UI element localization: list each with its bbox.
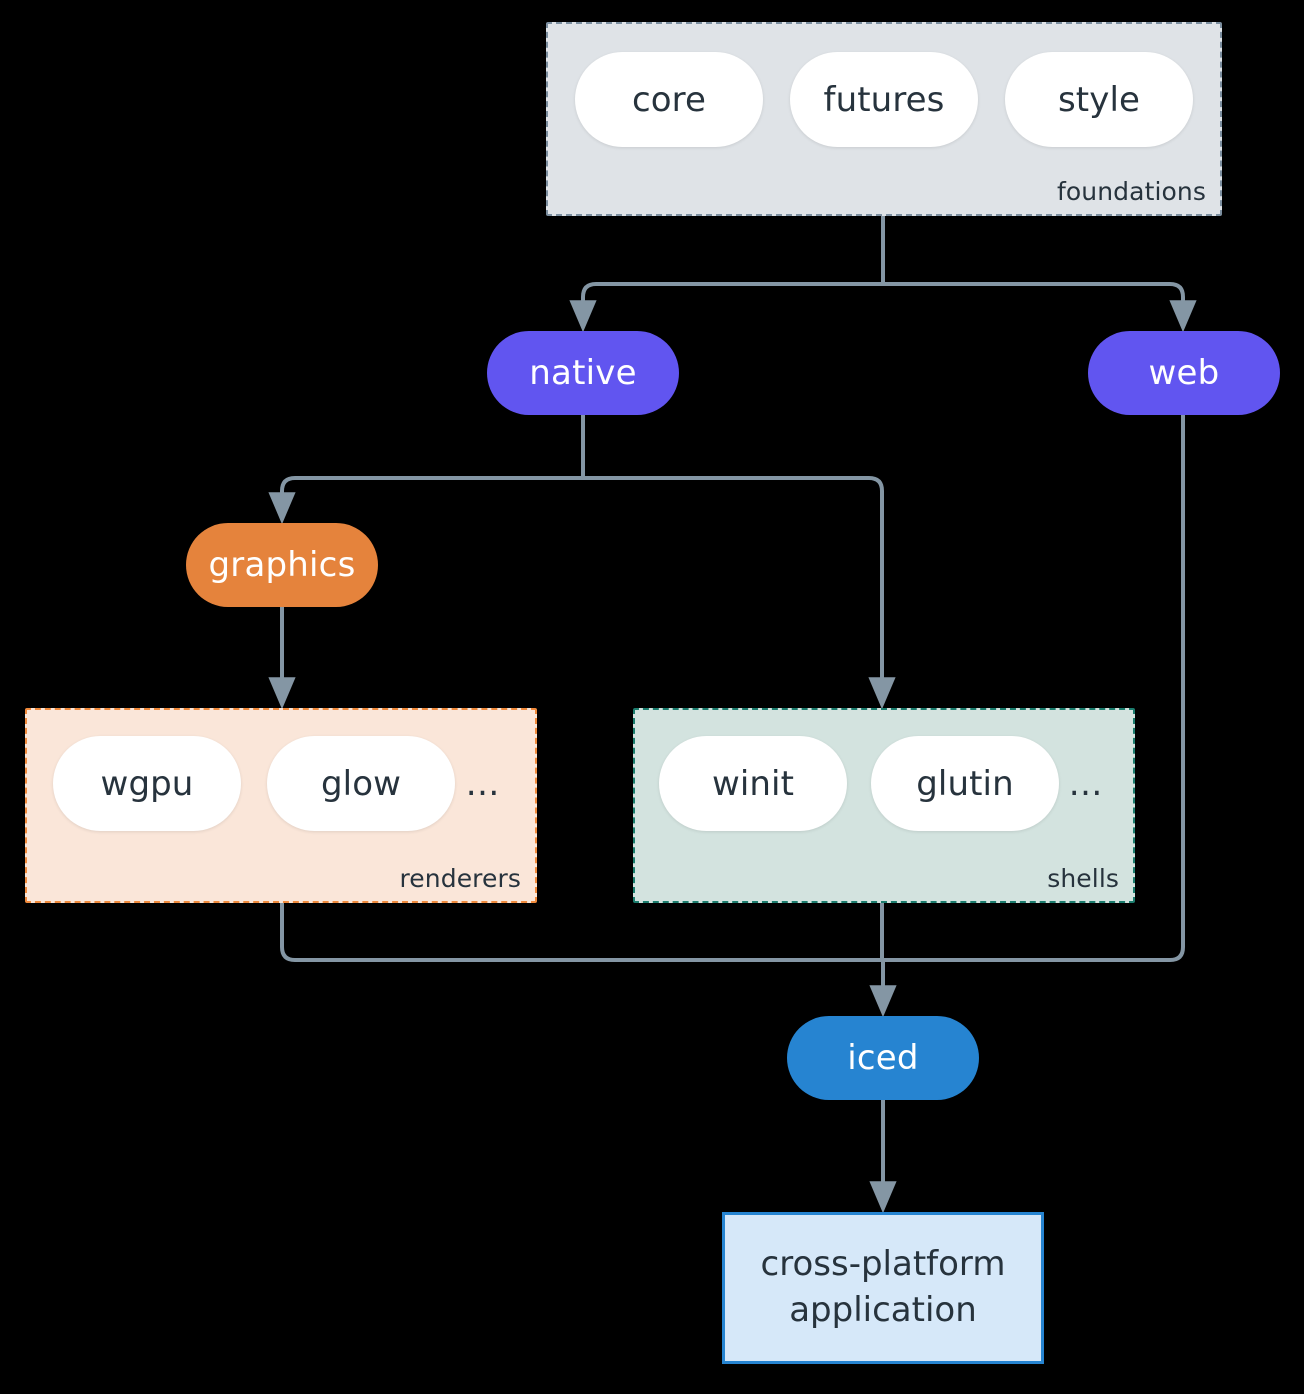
- edge-foundations-to-native: [569, 282, 885, 333]
- group-shells-label: shells: [1047, 864, 1119, 893]
- node-iced-label: iced: [847, 1038, 919, 1078]
- terminal-line-1: cross-platform: [760, 1244, 1006, 1285]
- node-web[interactable]: web: [1088, 331, 1280, 415]
- node-graphics-label: graphics: [208, 545, 356, 585]
- node-iced[interactable]: iced: [787, 1016, 979, 1100]
- leaf-glutin[interactable]: glutin: [871, 736, 1059, 831]
- leaf-winit-label: winit: [711, 763, 795, 804]
- leaf-shells-more: …: [1059, 736, 1113, 831]
- node-native-label: native: [529, 353, 637, 393]
- edge-foundations-to-web: [881, 282, 1197, 333]
- leaf-glow-label: glow: [320, 763, 402, 804]
- leaf-futures[interactable]: futures: [790, 52, 978, 147]
- terminal-cross-platform-application[interactable]: cross-platform application: [722, 1212, 1044, 1364]
- node-graphics[interactable]: graphics: [186, 523, 378, 607]
- node-web-label: web: [1148, 353, 1220, 393]
- group-foundations-label: foundations: [1057, 177, 1206, 206]
- leaf-core[interactable]: core: [575, 52, 763, 147]
- leaf-style[interactable]: style: [1005, 52, 1193, 147]
- edge-native-to-graphics: [268, 476, 585, 525]
- leaf-futures-label: futures: [823, 79, 945, 120]
- leaf-glow[interactable]: glow: [267, 736, 455, 831]
- group-renderers: wgpu glow … renderers: [25, 708, 537, 903]
- terminal-line-2: application: [789, 1290, 977, 1330]
- leaf-style-label: style: [1057, 79, 1141, 120]
- leaf-wgpu-label: wgpu: [100, 763, 194, 804]
- leaf-glutin-label: glutin: [916, 763, 1014, 804]
- leaf-core-label: core: [631, 79, 707, 120]
- group-shells: winit glutin … shells: [633, 708, 1135, 903]
- leaf-shells-more-label: …: [1068, 763, 1104, 804]
- leaf-renderers-more: …: [455, 736, 511, 831]
- group-foundations: core futures style foundations: [546, 22, 1222, 216]
- group-renderers-label: renderers: [399, 864, 521, 893]
- edge-native-to-shells: [581, 476, 896, 710]
- edge-renderers-to-iced: [280, 901, 885, 962]
- leaf-wgpu[interactable]: wgpu: [53, 736, 241, 831]
- leaf-winit[interactable]: winit: [659, 736, 847, 831]
- node-native[interactable]: native: [487, 331, 679, 415]
- leaf-renderers-more-label: …: [465, 763, 501, 804]
